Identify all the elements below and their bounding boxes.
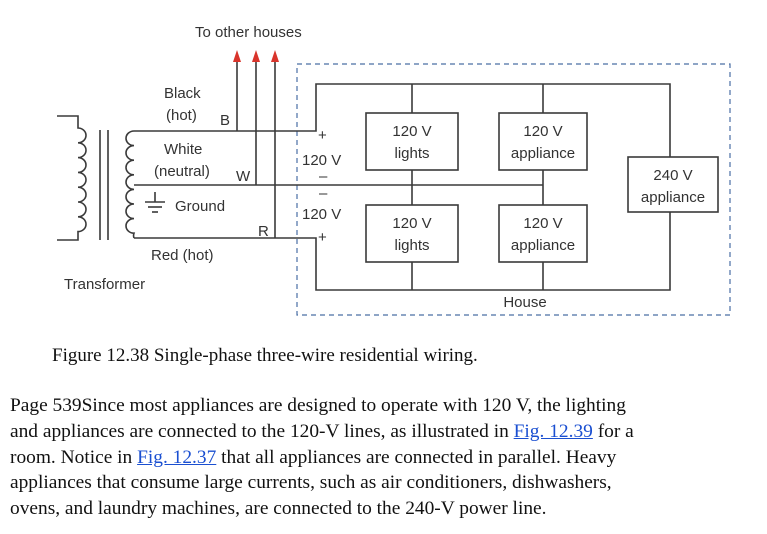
paragraph-line-2: and appliances are connected to the 120-… bbox=[10, 419, 762, 445]
label-minus-bottom: – bbox=[319, 185, 328, 202]
label-black: Black bbox=[164, 85, 201, 102]
label-white: White bbox=[164, 141, 202, 158]
box-appliance-bottom-line2: appliance bbox=[511, 237, 575, 254]
box-240v-line1: 240 V bbox=[653, 167, 692, 184]
label-red-hot: Red (hot) bbox=[151, 247, 214, 264]
label-transformer: Transformer bbox=[64, 276, 145, 293]
label-black-hot: (hot) bbox=[166, 107, 197, 124]
box-240v-line2: appliance bbox=[641, 189, 705, 206]
paragraph-text: room. Notice in bbox=[10, 446, 138, 468]
label-b: B bbox=[220, 112, 230, 129]
house-boundary bbox=[296, 63, 731, 316]
arrow-up-icon bbox=[233, 50, 241, 62]
body-paragraph: Page 539Since most appliances are design… bbox=[10, 393, 762, 522]
box-lights-top-line1: 120 V bbox=[392, 123, 431, 140]
box-240v-appliance bbox=[627, 156, 719, 213]
label-plus-bottom: + bbox=[318, 229, 327, 246]
label-ground: Ground bbox=[175, 198, 225, 215]
paragraph-line-4: appliances that consume large currents, … bbox=[10, 472, 612, 494]
paragraph-line-5: ovens, and laundry machines, are connect… bbox=[10, 498, 547, 520]
box-120v-appliance-top bbox=[498, 112, 588, 171]
box-lights-top-line2: lights bbox=[394, 145, 429, 162]
box-appliance-bottom-line1: 120 V bbox=[523, 215, 562, 232]
paragraph-line-3: room. Notice in Fig. 12.37 that all appl… bbox=[10, 445, 762, 471]
figure-12-37-link[interactable]: Fig. 12.37 bbox=[137, 446, 217, 468]
figure-12-39-link[interactable]: Fig. 12.39 bbox=[513, 420, 593, 442]
arrow-up-icon bbox=[271, 50, 279, 62]
label-r: R bbox=[258, 223, 269, 240]
paragraph-line-1: Page 539Since most appliances are design… bbox=[10, 395, 626, 416]
label-120v-top: 120 V bbox=[302, 152, 341, 169]
label-minus-top: – bbox=[319, 168, 328, 185]
label-plus-top: + bbox=[318, 127, 327, 144]
box-lights-bottom-line2: lights bbox=[394, 237, 429, 254]
label-w: W bbox=[236, 168, 251, 185]
figure-caption: Figure 12.38 Single-phase three-wire res… bbox=[52, 345, 478, 366]
box-appliance-top-line2: appliance bbox=[511, 145, 575, 162]
box-120v-lights-top bbox=[365, 112, 459, 171]
paragraph-text: and appliances are connected to the 120-… bbox=[10, 420, 514, 442]
arrow-up-icon bbox=[252, 50, 260, 62]
red-hot-wire bbox=[134, 212, 671, 291]
residential-wiring-diagram: To other houses Black (hot) B White (neu… bbox=[57, 24, 731, 316]
label-120v-bottom: 120 V bbox=[302, 206, 341, 223]
box-120v-lights-bottom bbox=[365, 204, 459, 263]
box-lights-bottom-line1: 120 V bbox=[392, 215, 431, 232]
label-house: House bbox=[503, 294, 546, 311]
box-appliance-top-line1: 120 V bbox=[523, 123, 562, 140]
paragraph-text: for a bbox=[592, 420, 634, 442]
paragraph-text: that all appliances are connected in par… bbox=[216, 446, 617, 468]
box-120v-appliance-bottom bbox=[498, 204, 588, 263]
transformer-primary-coil bbox=[57, 115, 87, 241]
label-to-other-houses: To other houses bbox=[195, 24, 302, 41]
label-neutral: (neutral) bbox=[154, 163, 210, 180]
transformer-secondary-coil bbox=[125, 130, 136, 239]
